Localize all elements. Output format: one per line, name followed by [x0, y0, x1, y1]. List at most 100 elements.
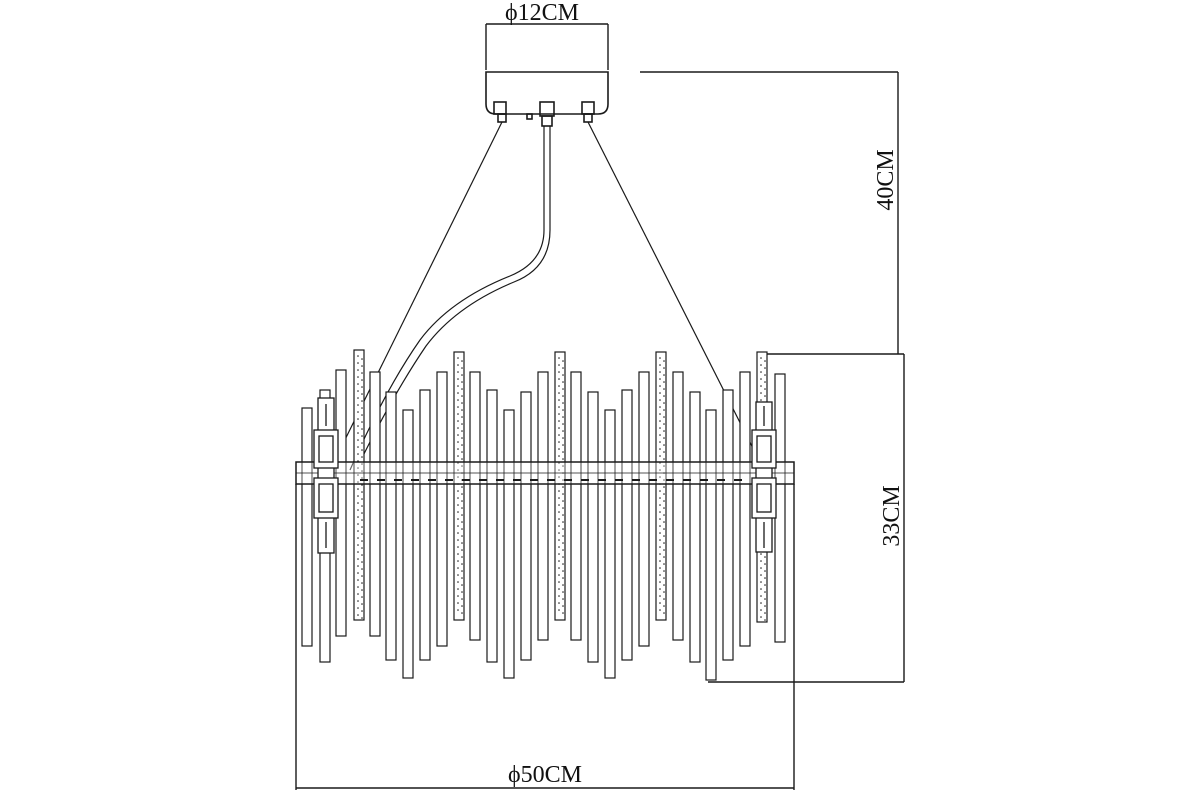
rod-texture-dot — [558, 385, 560, 387]
rod-texture-dot — [558, 448, 560, 450]
rod-texture-dot — [760, 602, 762, 604]
crystal-rod — [486, 389, 498, 663]
rod-texture-dot — [659, 476, 661, 478]
rod-texture-dot — [558, 574, 560, 576]
rod-texture-dot — [562, 374, 564, 376]
rod-texture-dot — [562, 584, 564, 586]
rod-texture-dot — [558, 560, 560, 562]
rod-texture-dot — [361, 372, 363, 374]
rod-texture-dot — [457, 497, 459, 499]
rod-texture-dot — [659, 434, 661, 436]
rod-texture-dot — [457, 539, 459, 541]
rod-texture-dot — [659, 469, 661, 471]
rod-texture-dot — [461, 528, 463, 530]
rod-texture-dot — [558, 427, 560, 429]
rod-texture-dot — [357, 502, 359, 504]
rod-texture-dot — [659, 602, 661, 604]
crystal-rod — [621, 389, 633, 661]
rod-texture-dot — [357, 425, 359, 427]
rod-texture-dot — [558, 532, 560, 534]
rod-texture-dot — [361, 386, 363, 388]
rod-texture-dot — [562, 591, 564, 593]
rod-texture-dot — [659, 532, 661, 534]
rod-texture-dot — [357, 523, 359, 525]
rod-texture-dot — [760, 581, 762, 583]
rod-texture-dot — [659, 504, 661, 506]
rod-texture-dot — [457, 525, 459, 527]
rod-texture-dot — [562, 507, 564, 509]
rod-texture-dot — [558, 539, 560, 541]
rod-texture-dot — [461, 591, 463, 593]
rod-texture-dot — [760, 574, 762, 576]
rod-texture-dot — [663, 367, 665, 369]
crystal-rods — [301, 349, 786, 681]
rod-texture-dot — [663, 514, 665, 516]
rod-texture-dot — [562, 395, 564, 397]
rod-texture-dot — [659, 427, 661, 429]
rod-texture-dot — [663, 381, 665, 383]
rod-texture-dot — [659, 455, 661, 457]
rod-texture-dot — [558, 525, 560, 527]
right-bracket — [751, 401, 777, 553]
crystal-rod — [587, 391, 599, 663]
rod-texture-dot — [663, 563, 665, 565]
rod-texture-dot — [457, 532, 459, 534]
rod-texture-dot — [457, 420, 459, 422]
rod-texture-dot — [461, 388, 463, 390]
body-height-dimension — [708, 353, 905, 683]
rod-texture-dot — [663, 416, 665, 418]
rod-texture-dot — [764, 619, 766, 621]
rod-texture-dot — [357, 551, 359, 553]
rod-texture-dot — [663, 458, 665, 460]
textured-crystal-rod — [353, 349, 365, 621]
ceiling-canopy — [485, 71, 609, 127]
rod-texture-dot — [558, 441, 560, 443]
rod-texture-dot — [361, 414, 363, 416]
rod-texture-dot — [457, 588, 459, 590]
rod-texture-dot — [558, 553, 560, 555]
rod-texture-dot — [659, 588, 661, 590]
crystal-rod — [419, 389, 431, 661]
rod-texture-dot — [461, 514, 463, 516]
canopy-diameter-label: ϕ12CM — [505, 0, 579, 26]
rod-texture-dot — [357, 439, 359, 441]
rod-texture-dot — [663, 388, 665, 390]
rod-texture-dot — [558, 546, 560, 548]
rod-texture-dot — [562, 423, 564, 425]
rod-texture-dot — [461, 395, 463, 397]
rod-texture-dot — [361, 596, 363, 598]
rod-texture-dot — [558, 413, 560, 415]
rod-texture-dot — [558, 609, 560, 611]
rod-texture-dot — [659, 567, 661, 569]
rod-texture-dot — [357, 453, 359, 455]
rod-texture-dot — [663, 479, 665, 481]
rod-texture-dot — [461, 437, 463, 439]
rod-texture-dot — [659, 385, 661, 387]
rod-texture-dot — [361, 568, 363, 570]
rod-texture-dot — [457, 371, 459, 373]
rod-texture-dot — [457, 399, 459, 401]
rod-texture-dot — [361, 477, 363, 479]
rod-texture-dot — [357, 355, 359, 357]
rod-texture-dot — [760, 616, 762, 618]
rod-texture-dot — [659, 378, 661, 380]
rod-texture-dot — [764, 381, 766, 383]
rod-texture-dot — [663, 612, 665, 614]
rod-texture-dot — [361, 421, 363, 423]
rod-texture-dot — [461, 465, 463, 467]
rod-texture-dot — [357, 376, 359, 378]
rod-texture-dot — [659, 525, 661, 527]
crystal-rod — [570, 371, 582, 641]
rod-texture-dot — [357, 509, 359, 511]
rod-texture-dot — [558, 420, 560, 422]
rod-texture-dot — [357, 390, 359, 392]
rod-texture-dot — [663, 423, 665, 425]
rod-texture-dot — [361, 449, 363, 451]
textured-crystal-rod — [453, 351, 465, 621]
rod-texture-dot — [457, 609, 459, 611]
crystal-rod — [672, 371, 684, 641]
rod-texture-dot — [760, 567, 762, 569]
rod-texture-dot — [461, 402, 463, 404]
rod-texture-dot — [562, 570, 564, 572]
rod-texture-dot — [562, 500, 564, 502]
